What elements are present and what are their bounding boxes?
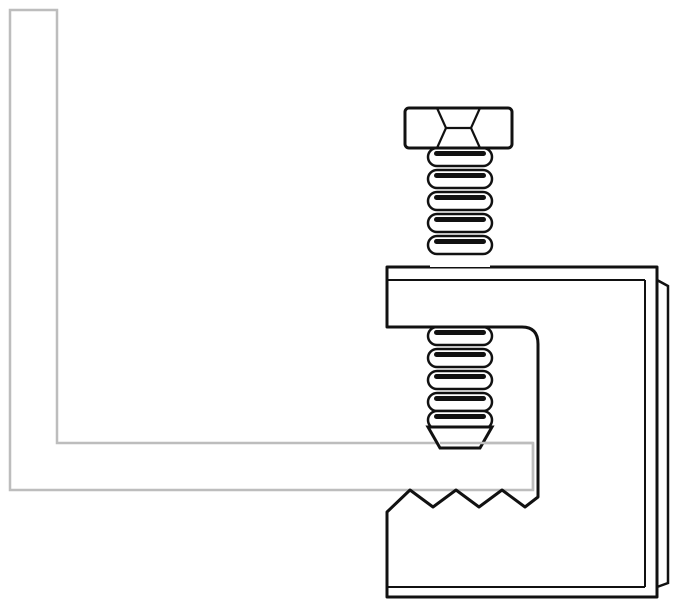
thread-band xyxy=(426,190,494,212)
thread-band xyxy=(426,146,494,168)
bolt-tip xyxy=(425,425,495,450)
hex-head-bolt xyxy=(403,106,514,150)
thread-band xyxy=(426,391,494,413)
thread-band xyxy=(426,168,494,190)
c-clamp-body xyxy=(385,265,659,599)
bolt-thread-upper xyxy=(426,146,494,267)
clamp-right-edge xyxy=(656,278,670,589)
hex-head-facets xyxy=(435,107,482,149)
thread-band xyxy=(426,325,494,347)
beam-flange-overlay xyxy=(440,441,535,490)
bolt-thread-lower xyxy=(426,325,494,431)
thread-band xyxy=(426,347,494,369)
thread-band xyxy=(426,212,494,234)
thread-band xyxy=(426,234,494,256)
thread-band xyxy=(426,409,494,431)
thread-band xyxy=(426,369,494,391)
